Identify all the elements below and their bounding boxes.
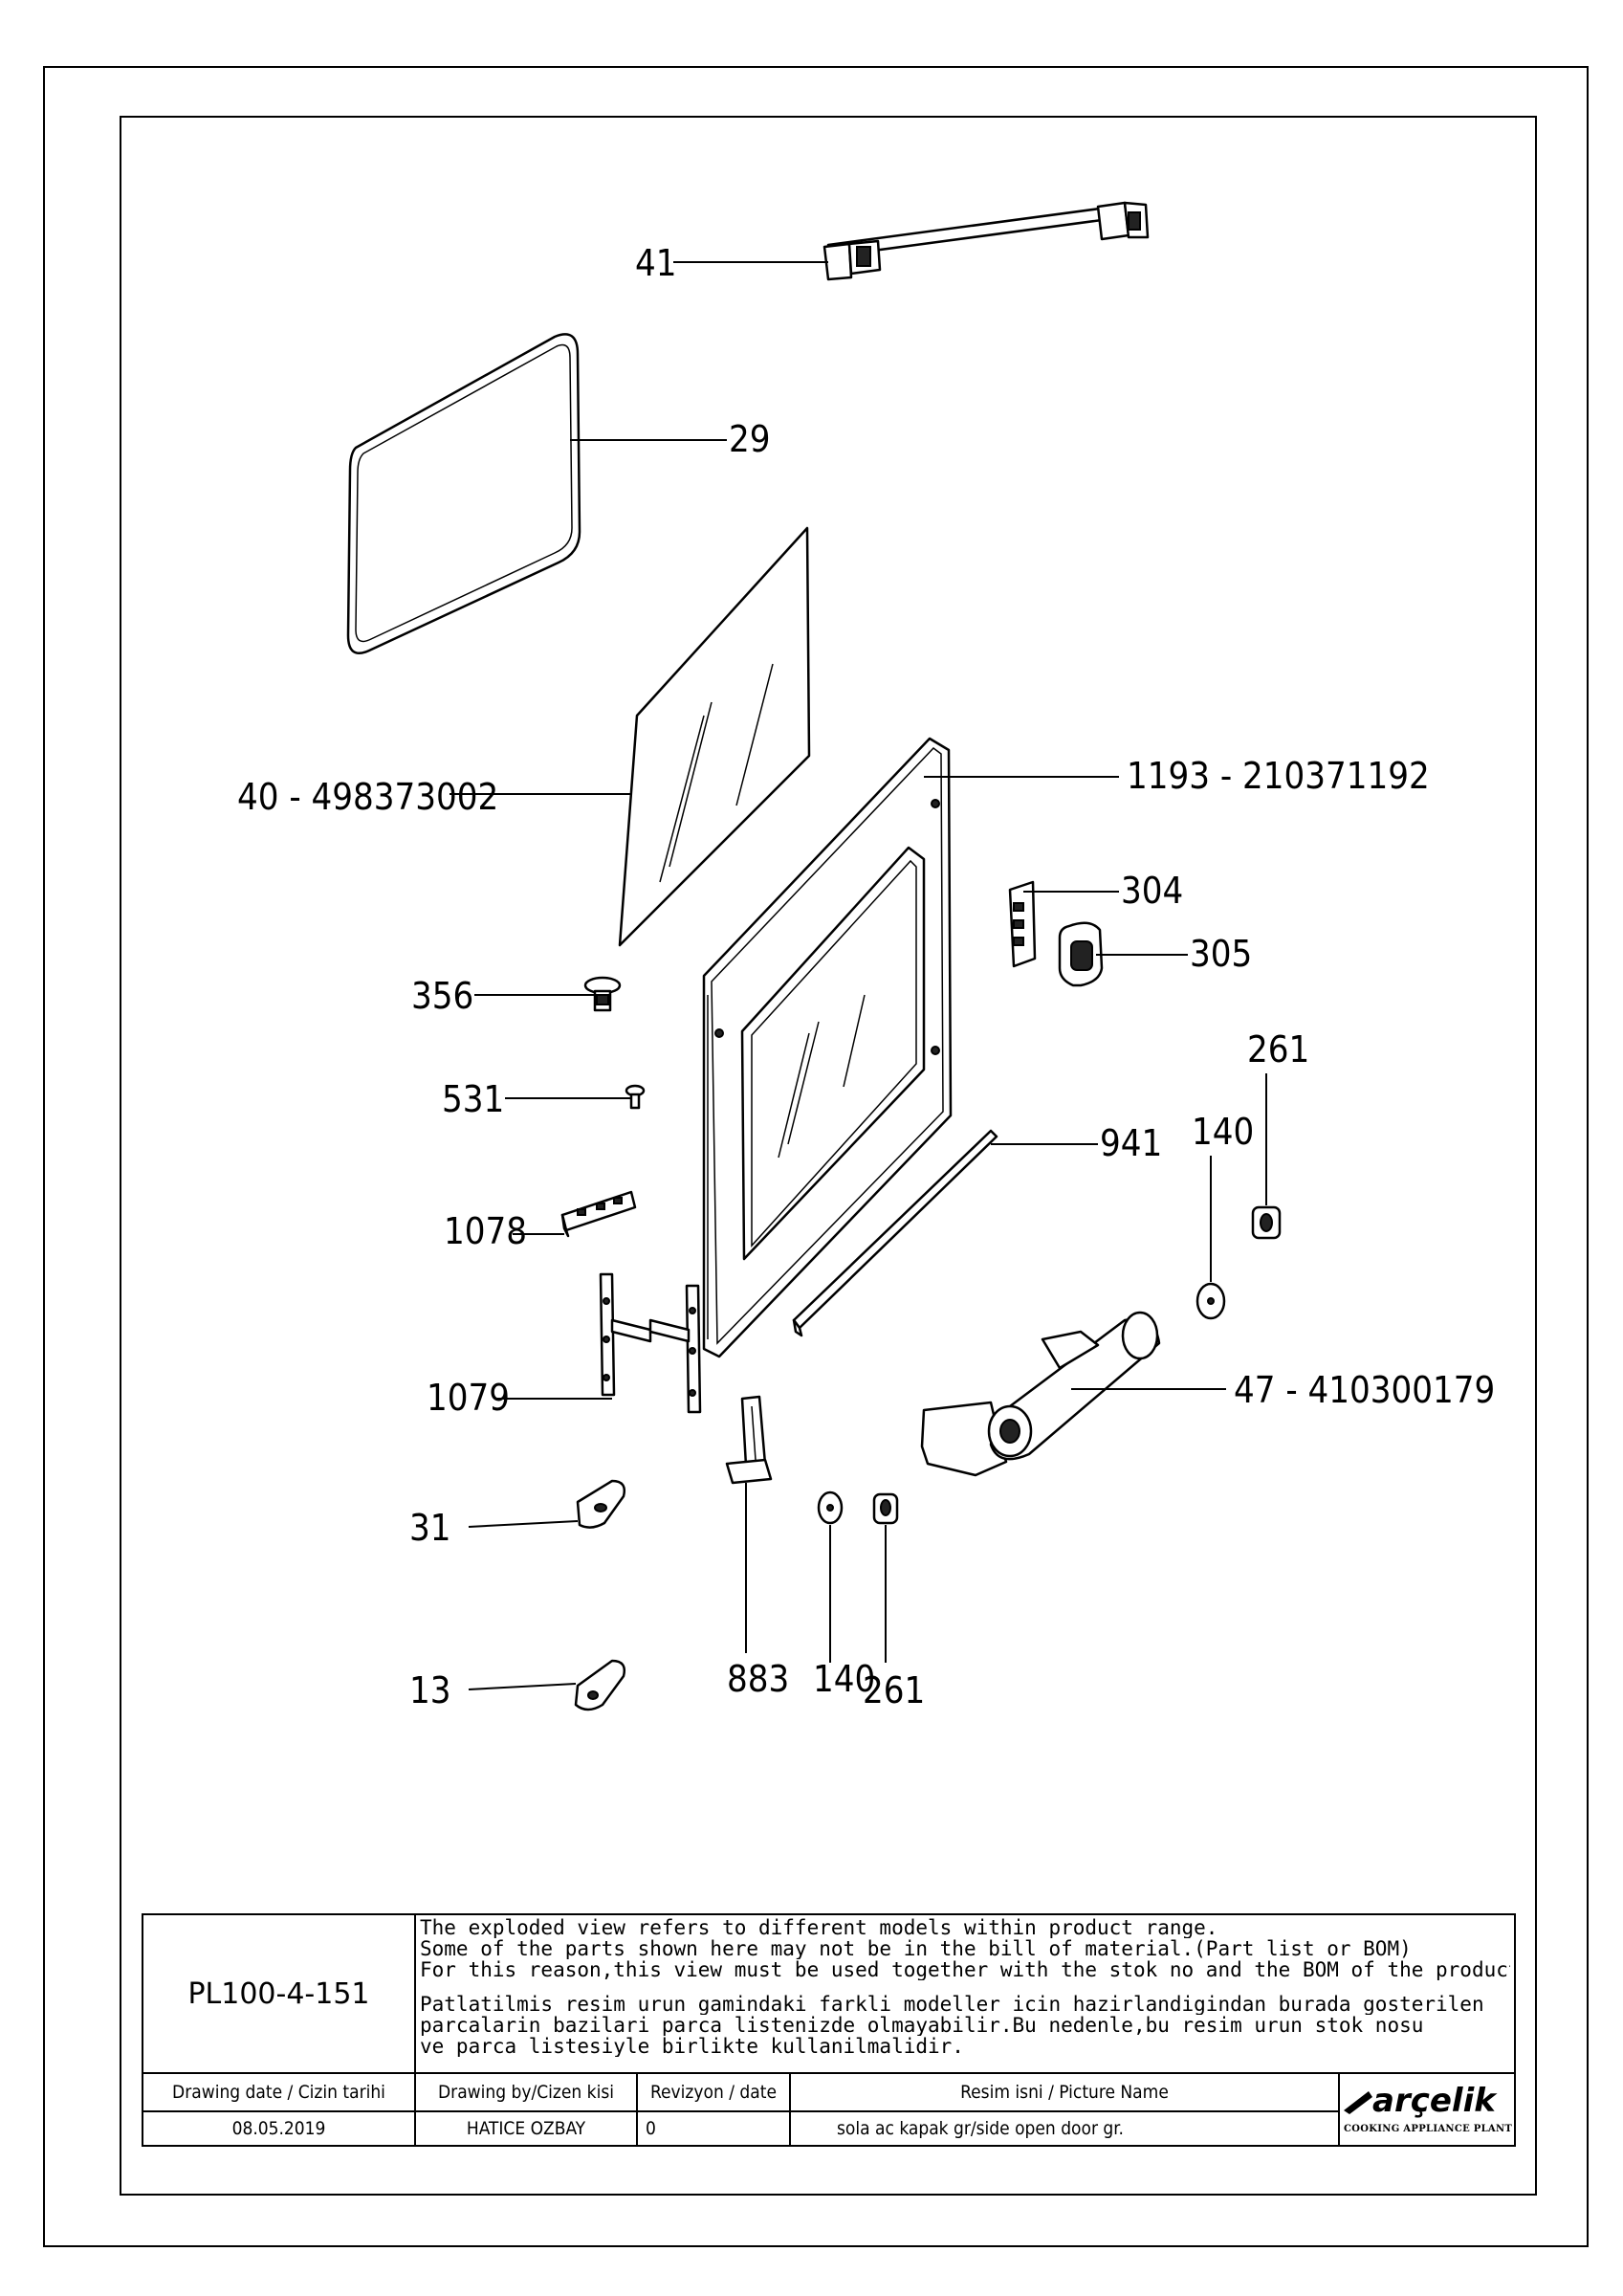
callout-13: 13 bbox=[409, 1669, 451, 1711]
callout-261-bottom: 261 bbox=[863, 1669, 925, 1711]
revision-value: 0 bbox=[646, 2118, 656, 2139]
part-13-clip[interactable] bbox=[574, 1659, 625, 1711]
part-140-washer-right[interactable] bbox=[1195, 1282, 1226, 1320]
drawn-by-label: Drawing by/Cizen kisi bbox=[416, 2074, 636, 2112]
part-31-clip[interactable] bbox=[576, 1479, 625, 1529]
leader-lines bbox=[450, 261, 1267, 1690]
callout-305: 305 bbox=[1190, 933, 1252, 975]
picture-name-cell: Resim isni / Picture Name sola ac kapak … bbox=[791, 2074, 1340, 2147]
note-tr-1: Patlatilmis resim urun gamindaki farkli … bbox=[420, 1994, 1484, 2015]
drawn-by-cell: Drawing by/Cizen kisi HATICE OZBAY bbox=[416, 2074, 638, 2147]
note-en-1: The exploded view refers to different mo… bbox=[420, 1917, 1218, 1938]
inner-frame bbox=[120, 116, 1537, 2196]
part-140-washer-bottom[interactable] bbox=[817, 1490, 844, 1525]
drawn-by-value: HATICE OZBAY bbox=[466, 2118, 586, 2139]
part-261-bushing-right[interactable] bbox=[1251, 1205, 1282, 1240]
revision-label: Revizyon / date bbox=[638, 2074, 789, 2112]
callout-29: 29 bbox=[729, 418, 771, 460]
callout-40: 40 - 498373002 bbox=[237, 776, 498, 818]
callout-1193: 1193 - 210371192 bbox=[1127, 755, 1430, 797]
drawing-date-cell: Drawing date / Cizin tarihi 08.05.2019 bbox=[143, 2074, 416, 2147]
part-883-hinge[interactable] bbox=[725, 1395, 773, 1485]
part-261-bushing-bottom[interactable] bbox=[872, 1492, 899, 1525]
title-row: Drawing date / Cizin tarihi 08.05.2019 D… bbox=[143, 2072, 1514, 2147]
part-941-strip[interactable] bbox=[792, 1129, 998, 1337]
callout-261-right: 261 bbox=[1247, 1028, 1309, 1071]
drawing-date-label: Drawing date / Cizin tarihi bbox=[143, 2074, 414, 2112]
callout-356: 356 bbox=[411, 975, 473, 1017]
part-40-glass[interactable] bbox=[618, 526, 811, 947]
callout-140-right: 140 bbox=[1192, 1111, 1254, 1153]
note-tr-3: ve parca listesiyle birlikte kullanilmal… bbox=[420, 2036, 964, 2057]
part-1079-hinge-brackets[interactable] bbox=[599, 1272, 702, 1414]
callout-140-bottom: 140 bbox=[813, 1658, 875, 1700]
part-29-gasket[interactable] bbox=[346, 333, 581, 654]
notes: The exploded view refers to different mo… bbox=[416, 1915, 1514, 2072]
callout-labels: 41 29 40 - 498373002 1193 - 210371192 30… bbox=[237, 242, 1495, 1711]
revision-cell: Revizyon / date 0 bbox=[638, 2074, 791, 2147]
title-block: PL100-4-151 The exploded view refers to … bbox=[142, 1913, 1516, 2147]
note-en-2: Some of the parts shown here may not be … bbox=[420, 1938, 1412, 1959]
part-1193-door-frame[interactable] bbox=[702, 737, 953, 1358]
callout-531: 531 bbox=[442, 1078, 504, 1120]
callout-1079: 1079 bbox=[427, 1377, 510, 1419]
part-305-handle-cap[interactable] bbox=[1058, 921, 1104, 987]
callout-883: 883 bbox=[727, 1658, 789, 1700]
note-tr-2: parcalarin bazilari parca listenizde olm… bbox=[420, 2015, 1424, 2036]
part-304-hinge-plate[interactable] bbox=[1008, 880, 1037, 968]
part-41-rail[interactable] bbox=[822, 201, 1150, 281]
logo-name: arçelik bbox=[1372, 2082, 1496, 2120]
callout-304: 304 bbox=[1121, 870, 1183, 912]
drawing-code: PL100-4-151 bbox=[143, 1915, 416, 2072]
part-531-screw[interactable] bbox=[625, 1084, 646, 1110]
logo-subtitle: COOKING APPLIANCE PLANT bbox=[1344, 2124, 1513, 2134]
callout-47: 47 - 410300179 bbox=[1234, 1369, 1495, 1411]
callout-31: 31 bbox=[409, 1507, 451, 1549]
note-en-3: For this reason,this view must be used t… bbox=[420, 1959, 1510, 1980]
picture-name-label: Resim isni / Picture Name bbox=[791, 2074, 1338, 2112]
part-1078-bracket[interactable] bbox=[560, 1190, 637, 1238]
picture-name-value: sola ac kapak gr/side open door gr. bbox=[837, 2118, 1124, 2139]
callout-941: 941 bbox=[1100, 1122, 1162, 1164]
outer-frame bbox=[43, 66, 1589, 2247]
callout-41: 41 bbox=[635, 242, 677, 284]
arcelik-logo-icon bbox=[1344, 2091, 1372, 2114]
part-356-screw[interactable] bbox=[583, 976, 622, 1012]
logo-cell: arçelik COOKING APPLIANCE PLANT bbox=[1340, 2074, 1514, 2147]
callout-1078: 1078 bbox=[444, 1210, 527, 1252]
part-47-handle[interactable] bbox=[920, 1311, 1161, 1477]
drawing-date-value: 08.05.2019 bbox=[231, 2118, 326, 2139]
